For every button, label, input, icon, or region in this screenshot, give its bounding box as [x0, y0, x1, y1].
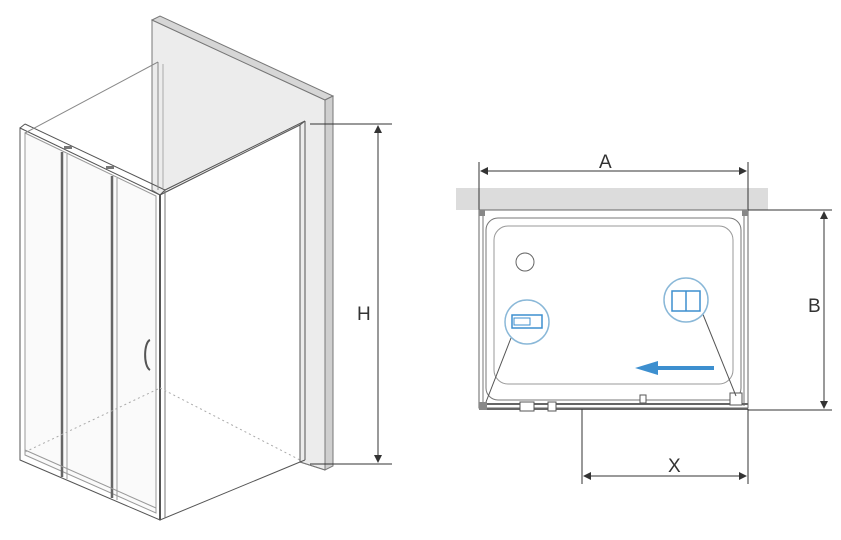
detail-magnifier-icon-2 [663, 277, 737, 397]
door-x-dimension [581, 409, 749, 484]
width-a-dimension [478, 162, 749, 215]
width-a-label: A [599, 152, 612, 173]
drain-icon [515, 252, 535, 272]
side-panel [159, 120, 306, 521]
shower-tray [485, 217, 742, 401]
sliding-arrow-icon [635, 361, 714, 375]
height-label: H [357, 304, 371, 325]
door-x-label: X [668, 456, 681, 477]
depth-b-dimension [748, 209, 832, 411]
floor-outline [24, 387, 301, 461]
front-door-frame [19, 123, 166, 521]
isometric-view [19, 15, 392, 521]
door-track [479, 392, 748, 412]
depth-b-label: B [808, 296, 821, 317]
height-dimension [310, 123, 392, 465]
plan-wall [456, 188, 768, 210]
plan-view [456, 162, 832, 484]
detail-magnifier-icon [485, 299, 550, 403]
